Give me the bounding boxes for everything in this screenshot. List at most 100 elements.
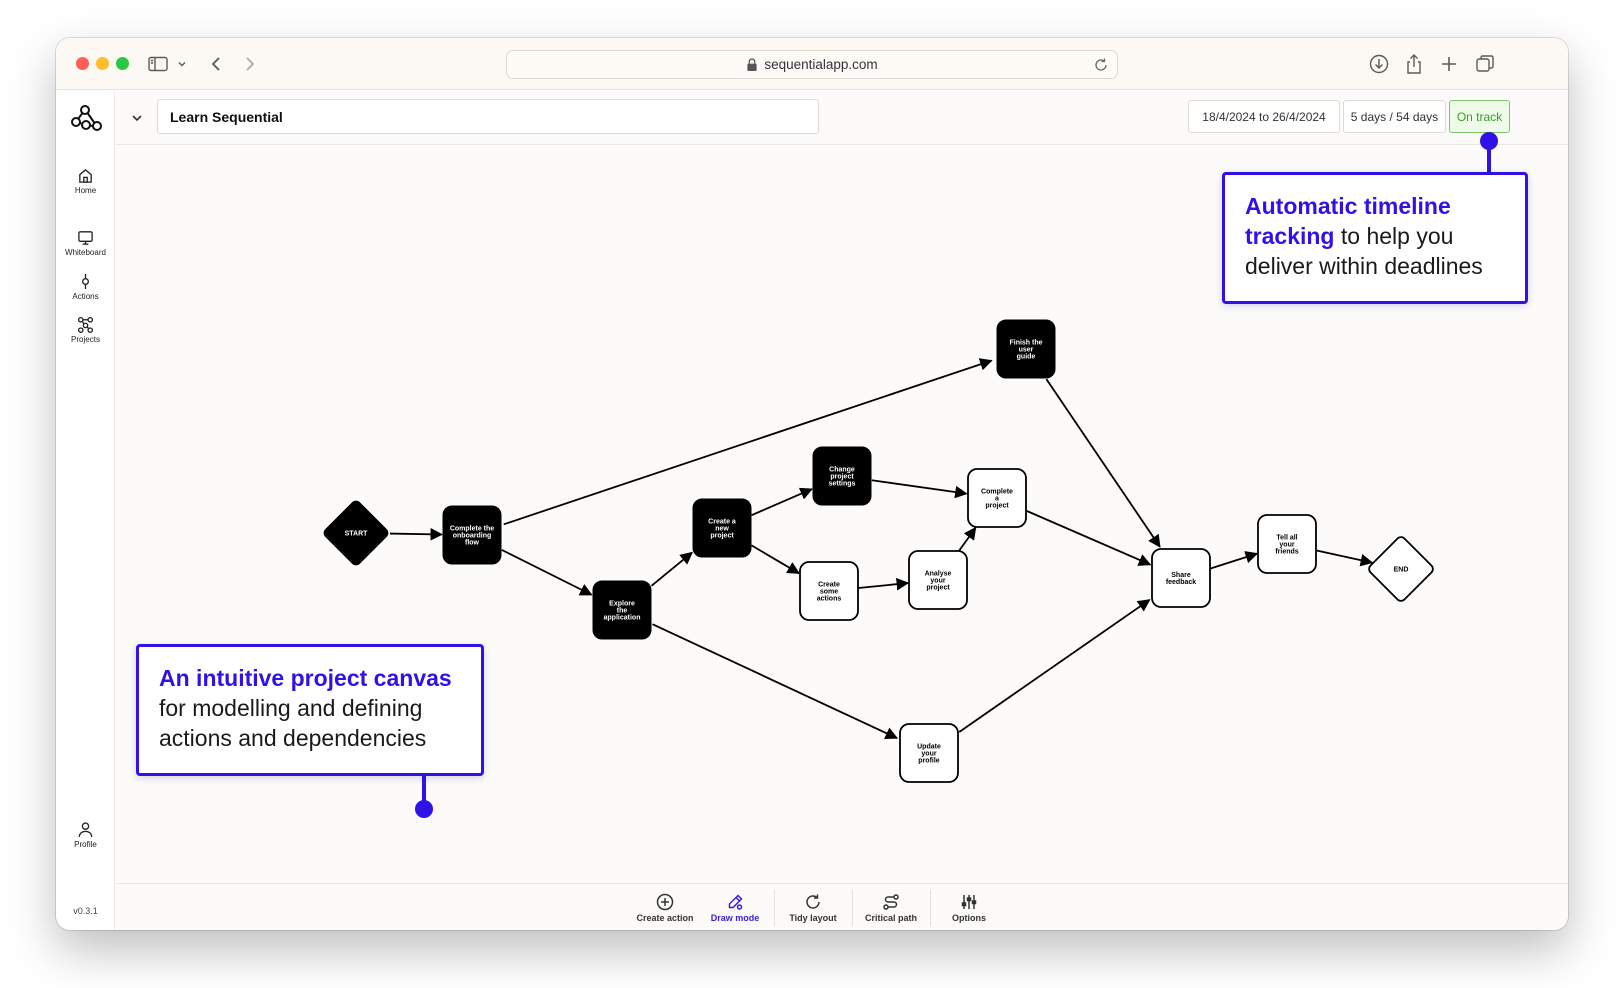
sequential-logo-icon[interactable]: [70, 103, 102, 133]
canvas-callout-connector: [422, 774, 426, 810]
end-node[interactable]: END: [1367, 535, 1435, 603]
node-label: START: [345, 531, 369, 538]
canvas-callout-pin: [415, 800, 433, 818]
app-version: v0.3.1: [73, 906, 98, 916]
whiteboard-icon: [78, 231, 93, 245]
dependency-edge[interactable]: [958, 599, 1151, 733]
actions-icon: [82, 273, 89, 290]
timeline-callout-pin: [1480, 132, 1498, 150]
sidebar-item-label: Projects: [71, 335, 100, 344]
timeline-callout-highlight: Automatic timeline tracking: [1245, 193, 1451, 249]
sidebar-item-label: Profile: [74, 840, 97, 849]
node-label: END: [1394, 567, 1409, 574]
canvas-toolbar: Create action Draw mode Tidy layout Crit…: [116, 883, 1568, 930]
toolbar-divider: [852, 890, 853, 926]
profile-icon: [78, 822, 93, 838]
dependency-edge[interactable]: [652, 623, 899, 739]
sidebar-item-profile[interactable]: Profile: [56, 821, 115, 849]
tidy-layout-button[interactable]: Tidy layout: [782, 893, 844, 923]
tab-overview-icon[interactable]: [1474, 53, 1496, 75]
dependency-edge[interactable]: [751, 487, 813, 516]
pencil-icon: [728, 894, 743, 910]
dependency-edge[interactable]: [1026, 510, 1152, 566]
timeline-callout-text: to help you deliver within deadlines: [1245, 223, 1483, 279]
reload-icon[interactable]: [1093, 57, 1109, 73]
project-header: Learn Sequential 18/4/2024 to 26/4/2024 …: [116, 91, 1568, 145]
dependency-edge[interactable]: [1210, 551, 1259, 570]
sidebar-item-label: Actions: [72, 292, 99, 301]
dependency-edge[interactable]: [871, 479, 968, 499]
projects-icon: [77, 316, 94, 333]
dependency-edge[interactable]: [1045, 378, 1161, 548]
dependency-edge[interactable]: [751, 544, 801, 575]
sidebar-toggle-icon[interactable]: [148, 53, 168, 75]
timeline-callout-connector: [1487, 145, 1491, 175]
project-title-input[interactable]: Learn Sequential: [157, 99, 819, 134]
back-arrow-icon[interactable]: [206, 53, 226, 75]
lock-icon: [747, 58, 757, 71]
plus-circle-icon: [656, 893, 674, 911]
download-icon[interactable]: [1368, 53, 1390, 75]
maximize-window-button[interactable]: [116, 57, 129, 70]
toolbar-divider: [774, 890, 775, 926]
options-button[interactable]: Options: [938, 893, 1000, 923]
canvas-callout-text: for modelling and defining actions and d…: [159, 695, 427, 751]
dependency-edge[interactable]: [1316, 549, 1374, 567]
sidebar-item-projects[interactable]: Projects: [56, 316, 115, 344]
sidebar-item-label: Home: [74, 186, 97, 195]
new-tab-icon[interactable]: [1438, 53, 1460, 75]
sidebar-item-home[interactable]: Home: [56, 167, 115, 195]
dependency-edge[interactable]: [858, 577, 910, 591]
create-action-button[interactable]: Create action: [634, 893, 696, 923]
dependency-edge[interactable]: [958, 526, 977, 552]
dependency-edge[interactable]: [501, 549, 593, 596]
share-icon[interactable]: [1403, 53, 1425, 75]
address-bar[interactable]: sequentialapp.com: [506, 50, 1118, 79]
duration-badge: 5 days / 54 days: [1343, 100, 1446, 133]
home-icon: [79, 168, 92, 183]
browser-titlebar: sequentialapp.com: [56, 38, 1568, 90]
chevron-down-icon[interactable]: [176, 53, 188, 75]
refresh-icon: [806, 894, 820, 909]
date-range-badge: 18/4/2024 to 26/4/2024: [1188, 100, 1340, 133]
draw-mode-button[interactable]: Draw mode: [704, 893, 766, 923]
dependency-edge[interactable]: [503, 358, 993, 526]
start-node[interactable]: START: [322, 499, 390, 567]
status-badge: On track: [1449, 100, 1510, 133]
close-window-button[interactable]: [76, 57, 89, 70]
toolbar-divider: [930, 890, 931, 926]
timeline-callout: Automatic timeline tracking to help you …: [1222, 172, 1528, 304]
chevron-down-icon[interactable]: [128, 109, 146, 127]
minimize-window-button[interactable]: [96, 57, 109, 70]
canvas-callout-highlight: An intuitive project canvas: [159, 665, 452, 691]
forward-arrow-icon[interactable]: [240, 53, 260, 75]
canvas-callout: An intuitive project canvas for modellin…: [136, 644, 484, 776]
dependency-edge[interactable]: [389, 527, 444, 541]
critical-path-button[interactable]: Critical path: [860, 893, 922, 923]
dependency-edge[interactable]: [650, 551, 693, 587]
sidebar-item-whiteboard[interactable]: Whiteboard: [56, 229, 115, 257]
sidebar-item-actions[interactable]: Actions: [56, 273, 115, 301]
